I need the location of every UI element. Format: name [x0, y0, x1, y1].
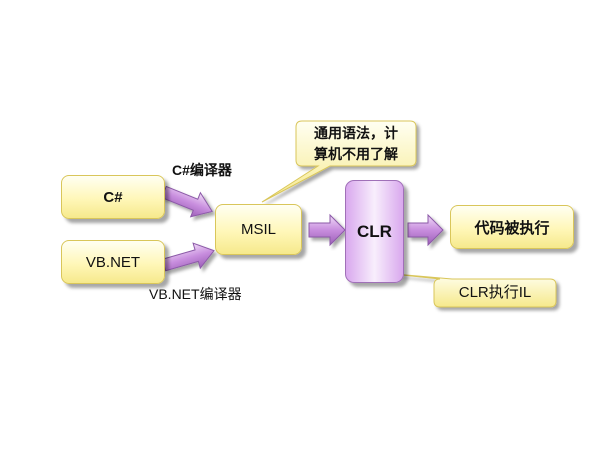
arrow-csharp-to-msil	[161, 185, 214, 218]
arrow-vbnet-to-msil	[161, 242, 215, 272]
clr-callout-shape	[382, 272, 557, 308]
node-clr-label: CLR	[357, 221, 392, 241]
msil-callout-line2: 算机不用了解	[314, 146, 398, 162]
arrow-clr-to-exec	[407, 213, 444, 247]
clr-callout-text: CLR执行IL	[458, 284, 532, 301]
label-vbnet-compiler: VB.NET编译器	[149, 286, 242, 302]
msil-callout: 通用语法，计 算机不用了解	[296, 123, 416, 165]
label-csharp-compiler: C#编译器	[172, 162, 232, 178]
node-msil: MSIL	[215, 204, 302, 255]
node-clr: CLR	[345, 180, 404, 283]
node-csharp: C#	[61, 175, 165, 219]
node-exec-label: 代码被执行	[474, 219, 550, 237]
node-vbnet: VB.NET	[61, 240, 165, 284]
msil-callout-line1: 通用语法，计	[314, 125, 398, 141]
node-vbnet-label: VB.NET	[85, 253, 141, 271]
msil-callout-shape	[261, 120, 417, 203]
arrow-msil-to-clr	[308, 213, 346, 247]
node-csharp-label: C#	[103, 188, 123, 206]
node-exec: 代码被执行	[450, 205, 574, 249]
node-msil-label: MSIL	[240, 221, 276, 238]
clr-callout: CLR执行IL	[434, 282, 556, 303]
